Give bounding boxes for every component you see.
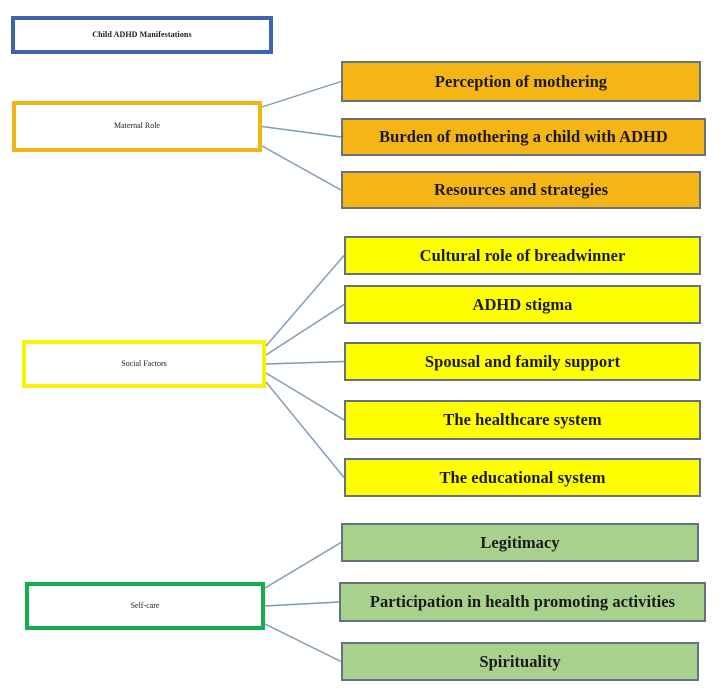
connector-social-factors-to-adhd-stigma xyxy=(265,303,345,356)
connector-social-factors-to-spousal-and-family-support xyxy=(265,360,345,365)
leaf-node-label-the-healthcare-system: The healthcare system xyxy=(443,410,602,430)
root-node-child-adhd-manifestations: Child ADHD Manifestations xyxy=(11,16,273,54)
connector-social-factors-to-the-healthcare-system xyxy=(265,372,345,421)
leaf-node-burden-of-mothering: Burden of mothering a child with ADHD xyxy=(341,118,706,156)
leaf-node-label-resources-and-strategies: Resources and strategies xyxy=(433,180,609,200)
connector-self-care-to-participation-health-promoting xyxy=(264,601,340,607)
category-node-label-self-care: Self-care xyxy=(130,600,160,610)
leaf-node-participation-health-promoting: Participation in health promoting activi… xyxy=(339,582,706,622)
leaf-node-resources-and-strategies: Resources and strategies xyxy=(341,171,701,209)
category-node-label-maternal-role: Maternal Role xyxy=(114,121,160,131)
leaf-node-cultural-role-of-breadwinner: Cultural role of breadwinner xyxy=(344,236,701,275)
connector-maternal-role-to-resources-and-strategies xyxy=(261,145,342,191)
connector-social-factors-to-cultural-role-of-breadwinner xyxy=(265,255,345,347)
connector-social-factors-to-the-educational-system xyxy=(265,381,345,478)
category-node-social-factors: Social Factors xyxy=(22,340,266,388)
leaf-node-label-legitimacy: Legitimacy xyxy=(480,532,560,552)
connector-self-care-to-spirituality xyxy=(264,623,342,663)
connector-self-care-to-legitimacy xyxy=(264,541,342,589)
leaf-node-spousal-and-family-support: Spousal and family support xyxy=(344,342,701,381)
leaf-node-label-cultural-role-of-breadwinner: Cultural role of breadwinner xyxy=(419,245,626,265)
leaf-node-label-participation-health-promoting: Participation in health promoting activi… xyxy=(369,592,676,612)
root-node-label: Child ADHD Manifestations xyxy=(92,29,192,39)
connector-maternal-role-to-burden-of-mothering xyxy=(261,125,342,138)
leaf-node-adhd-stigma: ADHD stigma xyxy=(344,285,701,324)
leaf-node-the-educational-system: The educational system xyxy=(344,458,701,497)
leaf-node-label-spirituality: Spirituality xyxy=(479,651,561,671)
category-node-label-social-factors: Social Factors xyxy=(121,358,167,368)
leaf-node-spirituality: Spirituality xyxy=(341,642,699,681)
category-node-maternal-role: Maternal Role xyxy=(12,101,262,152)
leaf-node-legitimacy: Legitimacy xyxy=(341,523,699,562)
leaf-node-label-spousal-and-family-support: Spousal and family support xyxy=(424,351,621,371)
leaf-node-label-the-educational-system: The educational system xyxy=(439,467,606,487)
leaf-node-label-adhd-stigma: ADHD stigma xyxy=(472,294,573,314)
leaf-node-the-healthcare-system: The healthcare system xyxy=(344,400,701,440)
connector-maternal-role-to-perception-of-mothering xyxy=(261,80,342,108)
leaf-node-perception-of-mothering: Perception of mothering xyxy=(341,61,701,102)
category-node-self-care: Self-care xyxy=(25,582,265,630)
leaf-node-label-perception-of-mothering: Perception of mothering xyxy=(434,71,608,91)
leaf-node-label-burden-of-mothering: Burden of mothering a child with ADHD xyxy=(379,127,668,147)
